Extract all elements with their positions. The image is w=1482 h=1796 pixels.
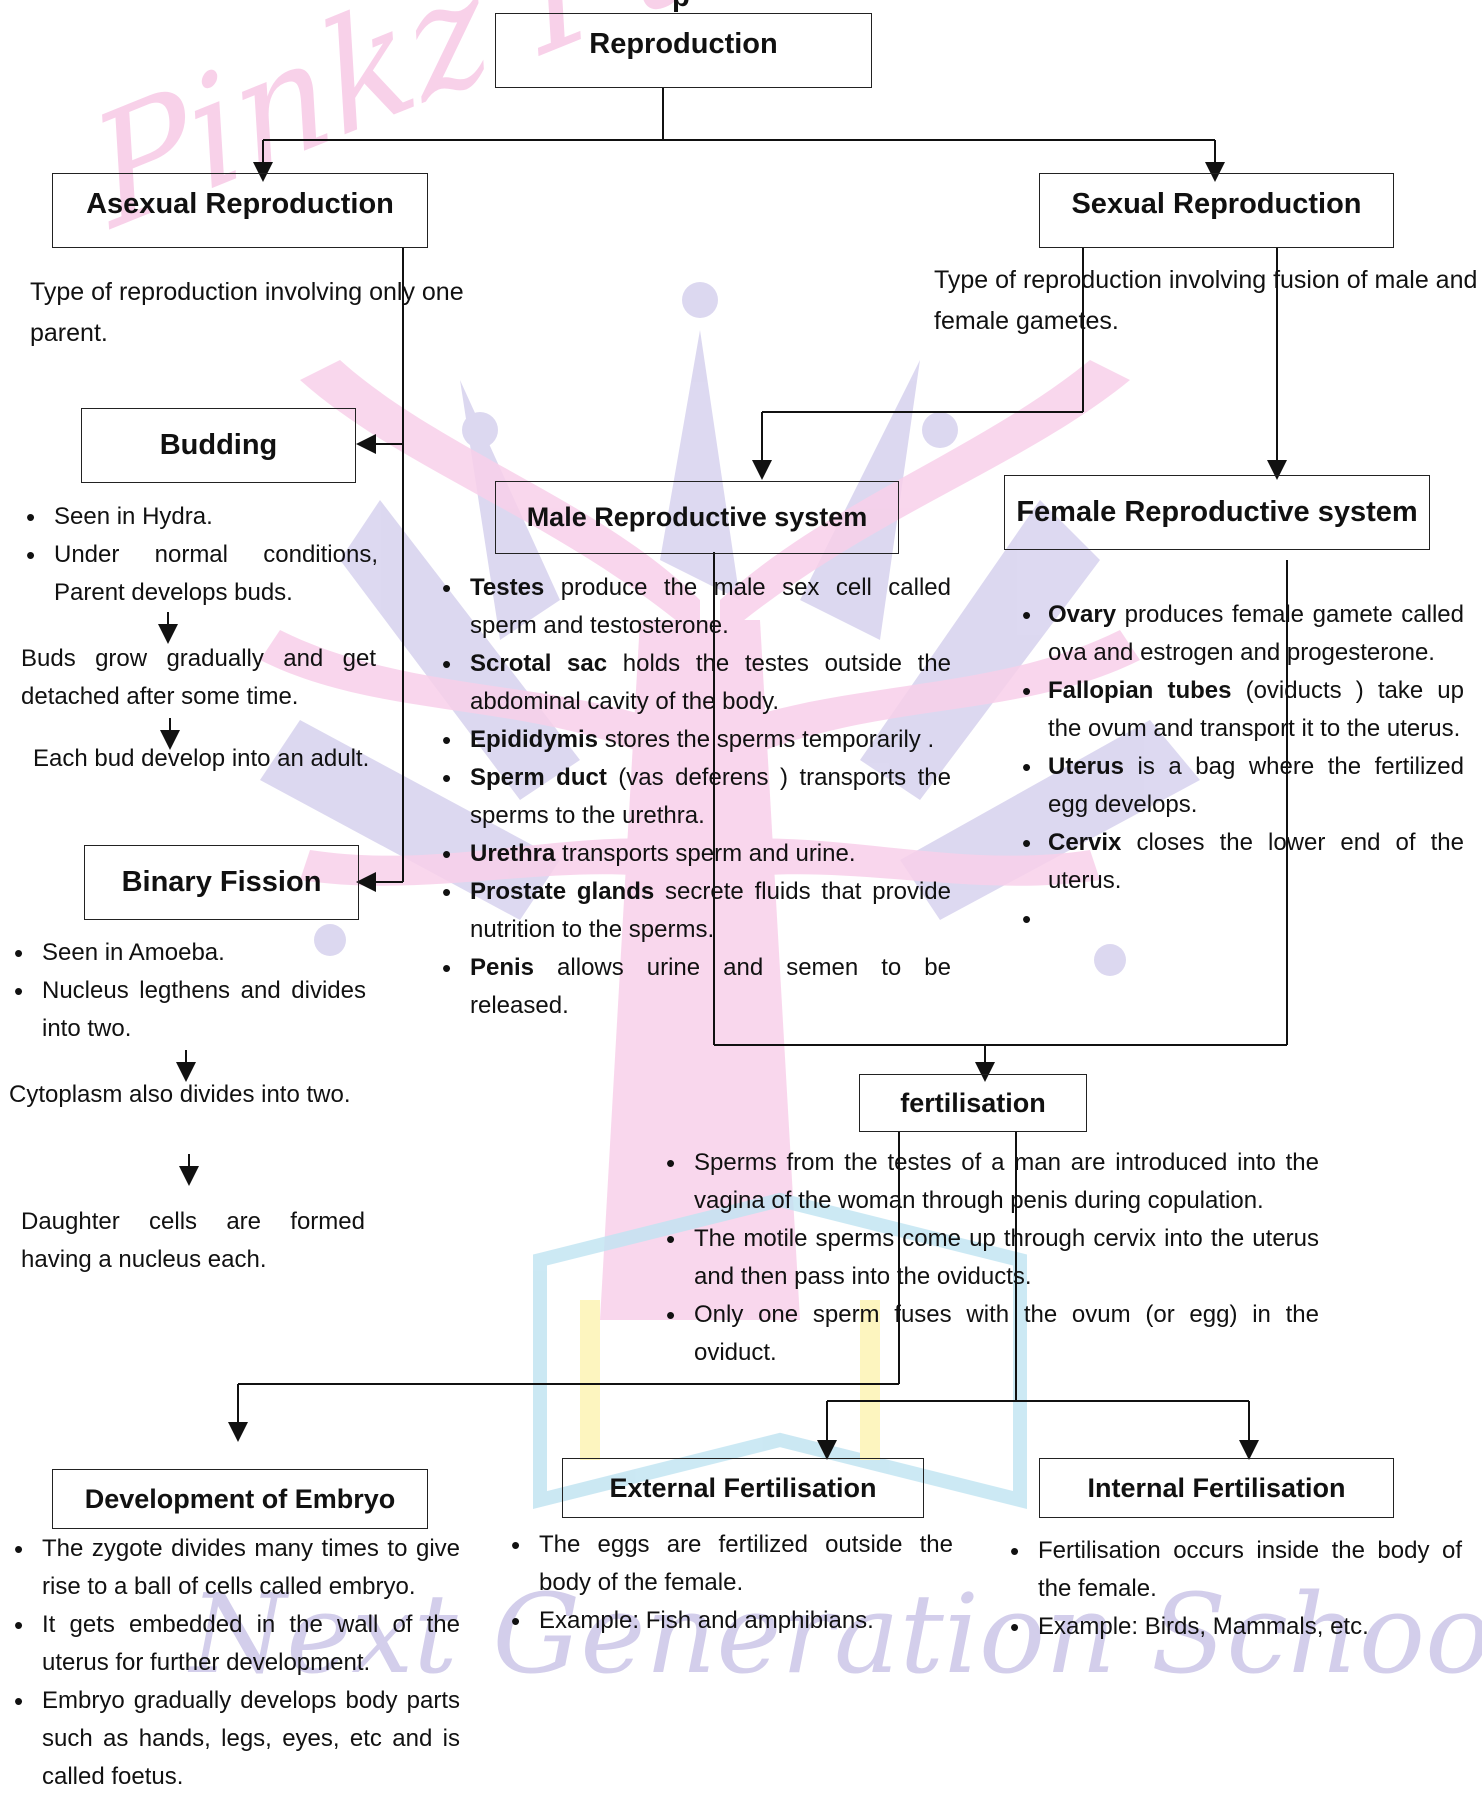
list-item: The eggs are fertilized outside the body…: [505, 1526, 953, 1602]
list-item: Nucleus legthens and divides into two.: [8, 972, 366, 1048]
definition: stores the sperms temporarily .: [598, 726, 935, 753]
binary-fission-step-3: Daughter cells are formed having a nucle…: [21, 1208, 365, 1273]
definition: is a bag where the fertilized egg develo…: [1048, 753, 1464, 818]
list-item: Seen in Hydra.: [20, 498, 378, 536]
list-item: Prostate glands secrete fluids that prov…: [436, 873, 951, 949]
asexual-description: Type of reproduction involving only one …: [30, 278, 464, 347]
list-item: Uterus is a bag where the fertilized egg…: [1016, 748, 1464, 824]
definition: (vas deferens ) transports the sperms to…: [470, 764, 951, 829]
definition: produces female gamete called ova and es…: [1048, 601, 1464, 666]
budding-step-3: Each bud develop into an adult.: [33, 745, 370, 772]
list-item: Under normal conditions, Parent develops…: [20, 536, 378, 612]
female-reproductive-system-box: Female Reproductive system: [1004, 475, 1430, 550]
sexual-description: Type of reproduction involving fusion of…: [934, 266, 1478, 335]
term: Uterus: [1048, 753, 1125, 780]
term: Fallopian tubes: [1048, 677, 1232, 704]
budding-box: Budding: [81, 408, 356, 483]
internal-fertilisation-list: Fertilisation occurs inside the body of …: [1004, 1532, 1462, 1646]
list-item: Only one sperm fuses with the ovum (or e…: [660, 1296, 1319, 1372]
reproduction-box: Reproduction: [495, 13, 872, 88]
definition: secrete fluids that provide nutrition to…: [470, 878, 952, 943]
term: Penis: [470, 954, 535, 981]
list-item: Sperm duct (vas deferens ) transports th…: [436, 759, 951, 835]
page-title-fragment: p: [672, 0, 690, 16]
male-system-list: Testes produce the male sex cell called …: [436, 569, 951, 1025]
list-item: Scrotal sac holds the testes outside the…: [436, 645, 951, 721]
list-item: It gets embedded in the wall of the uter…: [8, 1606, 460, 1682]
definition: produce the male sex cell called sperm a…: [470, 574, 951, 639]
development-of-embryo-box: Development of Embryo: [52, 1469, 428, 1529]
binary-fission-step-2: Cytoplasm also divides into two.: [9, 1081, 351, 1108]
term: Ovary: [1048, 601, 1117, 628]
list-item: [1016, 900, 1464, 938]
fertilisation-list: Sperms from the testes of a man are intr…: [660, 1144, 1319, 1372]
list-item: Cervix closes the lower end of the uteru…: [1016, 824, 1464, 900]
list-item: Penis allows urine and semen to be relea…: [436, 949, 951, 1025]
embryo-list: The zygote divides many times to give ri…: [8, 1530, 460, 1796]
budding-step-2: Buds grow gradually and get detached aft…: [21, 645, 376, 710]
list-item: Embryo gradually develops body parts suc…: [8, 1682, 460, 1796]
term: Urethra: [470, 840, 556, 867]
term: Prostate glands: [470, 878, 655, 905]
term: Sperm duct: [470, 764, 607, 791]
term: Testes: [470, 574, 545, 601]
sexual-reproduction-box: Sexual Reproduction: [1039, 173, 1394, 248]
list-item: Fallopian tubes (oviducts ) take up the …: [1016, 672, 1464, 748]
list-item: Urethra transports sperm and urine.: [436, 835, 951, 873]
male-reproductive-system-box: Male Reproductive system: [495, 481, 899, 554]
list-item: Sperms from the testes of a man are intr…: [660, 1144, 1319, 1220]
term: Scrotal sac: [470, 650, 608, 677]
definition: transports sperm and urine.: [555, 840, 856, 867]
list-item: Seen in Amoeba.: [8, 934, 366, 972]
definition: allows urine and semen to be released.: [470, 954, 951, 1019]
list-item: Testes produce the male sex cell called …: [436, 569, 951, 645]
definition: (oviducts ) take up the ovum and transpo…: [1048, 677, 1465, 742]
asexual-reproduction-box: Asexual Reproduction: [52, 173, 428, 248]
definition: holds the testes outside the abdominal c…: [470, 650, 951, 715]
term: Epididymis: [470, 726, 599, 753]
list-item: Example: Fish and amphibians.: [505, 1602, 953, 1640]
term: Cervix: [1048, 829, 1122, 856]
binary-fission-box: Binary Fission: [84, 845, 359, 920]
binary-fission-list: Seen in Amoeba. Nucleus legthens and div…: [8, 934, 366, 1048]
internal-fertilisation-box: Internal Fertilisation: [1039, 1458, 1394, 1518]
list-item: Ovary produces female gamete called ova …: [1016, 596, 1464, 672]
external-fertilisation-box: External Fertilisation: [562, 1458, 924, 1518]
list-item: Fertilisation occurs inside the body of …: [1004, 1532, 1462, 1608]
definition: closes the lower end of the uterus.: [1048, 829, 1464, 894]
budding-list: Seen in Hydra. Under normal conditions, …: [20, 498, 378, 612]
list-item: Example: Birds, Mammals, etc.: [1004, 1608, 1462, 1646]
female-system-list: Ovary produces female gamete called ova …: [1016, 596, 1464, 938]
list-item: The zygote divides many times to give ri…: [8, 1530, 460, 1606]
list-item: Epididymis stores the sperms temporarily…: [436, 721, 951, 759]
list-item: The motile sperms come up through cervix…: [660, 1220, 1319, 1296]
fertilisation-box: fertilisation: [859, 1074, 1087, 1132]
external-fertilisation-list: The eggs are fertilized outside the body…: [505, 1526, 953, 1640]
